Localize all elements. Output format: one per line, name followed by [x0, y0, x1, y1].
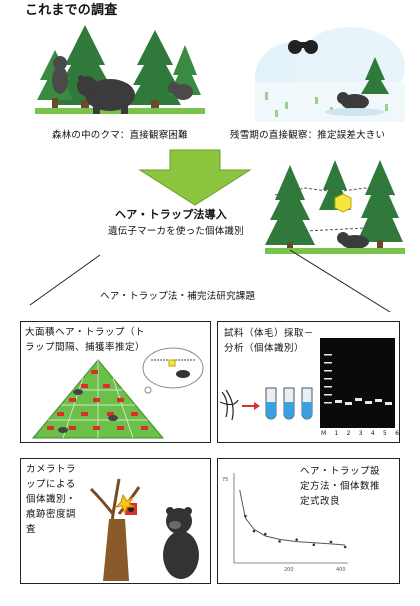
box4-text: ヘア・トラップ設 定方法・個体数推 定式改良	[300, 466, 381, 507]
box1-text: 大面積ヘア・トラップ（ト ラップ間隔、捕獲率推定）	[25, 327, 146, 353]
sample-analysis-illustration	[219, 338, 395, 428]
x-tick-label: 200	[284, 567, 294, 573]
gel-lane-label: 4	[370, 430, 375, 437]
data-point	[264, 532, 267, 536]
decay-chart: 75 200 400	[222, 473, 348, 573]
connector-lines	[29, 249, 391, 313]
gel-lane-label: 1	[334, 430, 339, 437]
tube-icon	[265, 387, 313, 420]
box-camera-trap: カメラトラ ップによる 個体識別・ 痕跡密度調 査	[20, 458, 211, 584]
bear-icon	[77, 75, 135, 114]
hair-trap-illustration	[265, 160, 405, 254]
gel-lane-label: 3	[358, 430, 363, 437]
gel-lane-label: M	[321, 430, 327, 437]
snow-observation-illustration	[255, 27, 405, 122]
data-point	[244, 514, 247, 518]
caption-snow: 残雪期の直接観察：推定誤差大きい	[230, 130, 386, 141]
box-sample-analysis: 試料（体毛）採取－ 分析（個体識別） M 1 2 3	[217, 321, 400, 443]
data-point	[312, 543, 316, 547]
box3-text: カメラトラ ップによる 個体識別・ 痕跡密度調 査	[26, 464, 77, 535]
y-tick-label: 75	[222, 477, 228, 483]
camera-trap-illustration	[89, 478, 199, 581]
heading: これまでの調査	[25, 3, 118, 18]
data-point	[343, 545, 347, 549]
fit-curve	[239, 489, 346, 546]
bear-icon	[337, 92, 369, 110]
hair-icon	[219, 389, 239, 421]
forest-bears-illustration	[35, 25, 205, 114]
trap-marker	[47, 370, 148, 430]
data-point	[295, 538, 298, 541]
caption-forest: 森林の中のクマ：直接観察困難	[52, 130, 188, 141]
bear-icon	[337, 232, 369, 249]
gel-lane-label: 5	[382, 430, 387, 437]
intro-title: ヘア・トラップ法導入	[115, 208, 227, 221]
gel-lane-label: 2	[346, 430, 351, 437]
intro-subtitle: 遺伝子マーカを使った個体識別	[108, 226, 244, 237]
gel-lane-labels: M 1 2 3 4 5 6	[321, 430, 399, 437]
bear-icon	[163, 507, 199, 579]
x-tick-label: 400	[336, 567, 346, 573]
data-point	[252, 529, 256, 533]
box2-text: 試料（体毛）採取－ 分析（個体識別）	[224, 328, 315, 354]
binoculars-icon	[288, 40, 318, 54]
grid-trap-illustration	[31, 347, 204, 439]
data-point	[329, 540, 333, 544]
down-arrow-icon	[138, 149, 252, 206]
research-title: ヘア・トラップ法・補完法研究課題	[100, 291, 256, 302]
box-estimation-method: ヘア・トラップ設 定方法・個体数推 定式改良 75 200 400	[217, 458, 400, 584]
data-point	[278, 540, 281, 543]
gel-lane-label: 6	[395, 430, 399, 437]
gel-image	[320, 338, 395, 428]
box-large-area-hair-trap: 大面積ヘア・トラップ（ト ラップ間隔、捕獲率推定）	[20, 321, 211, 443]
